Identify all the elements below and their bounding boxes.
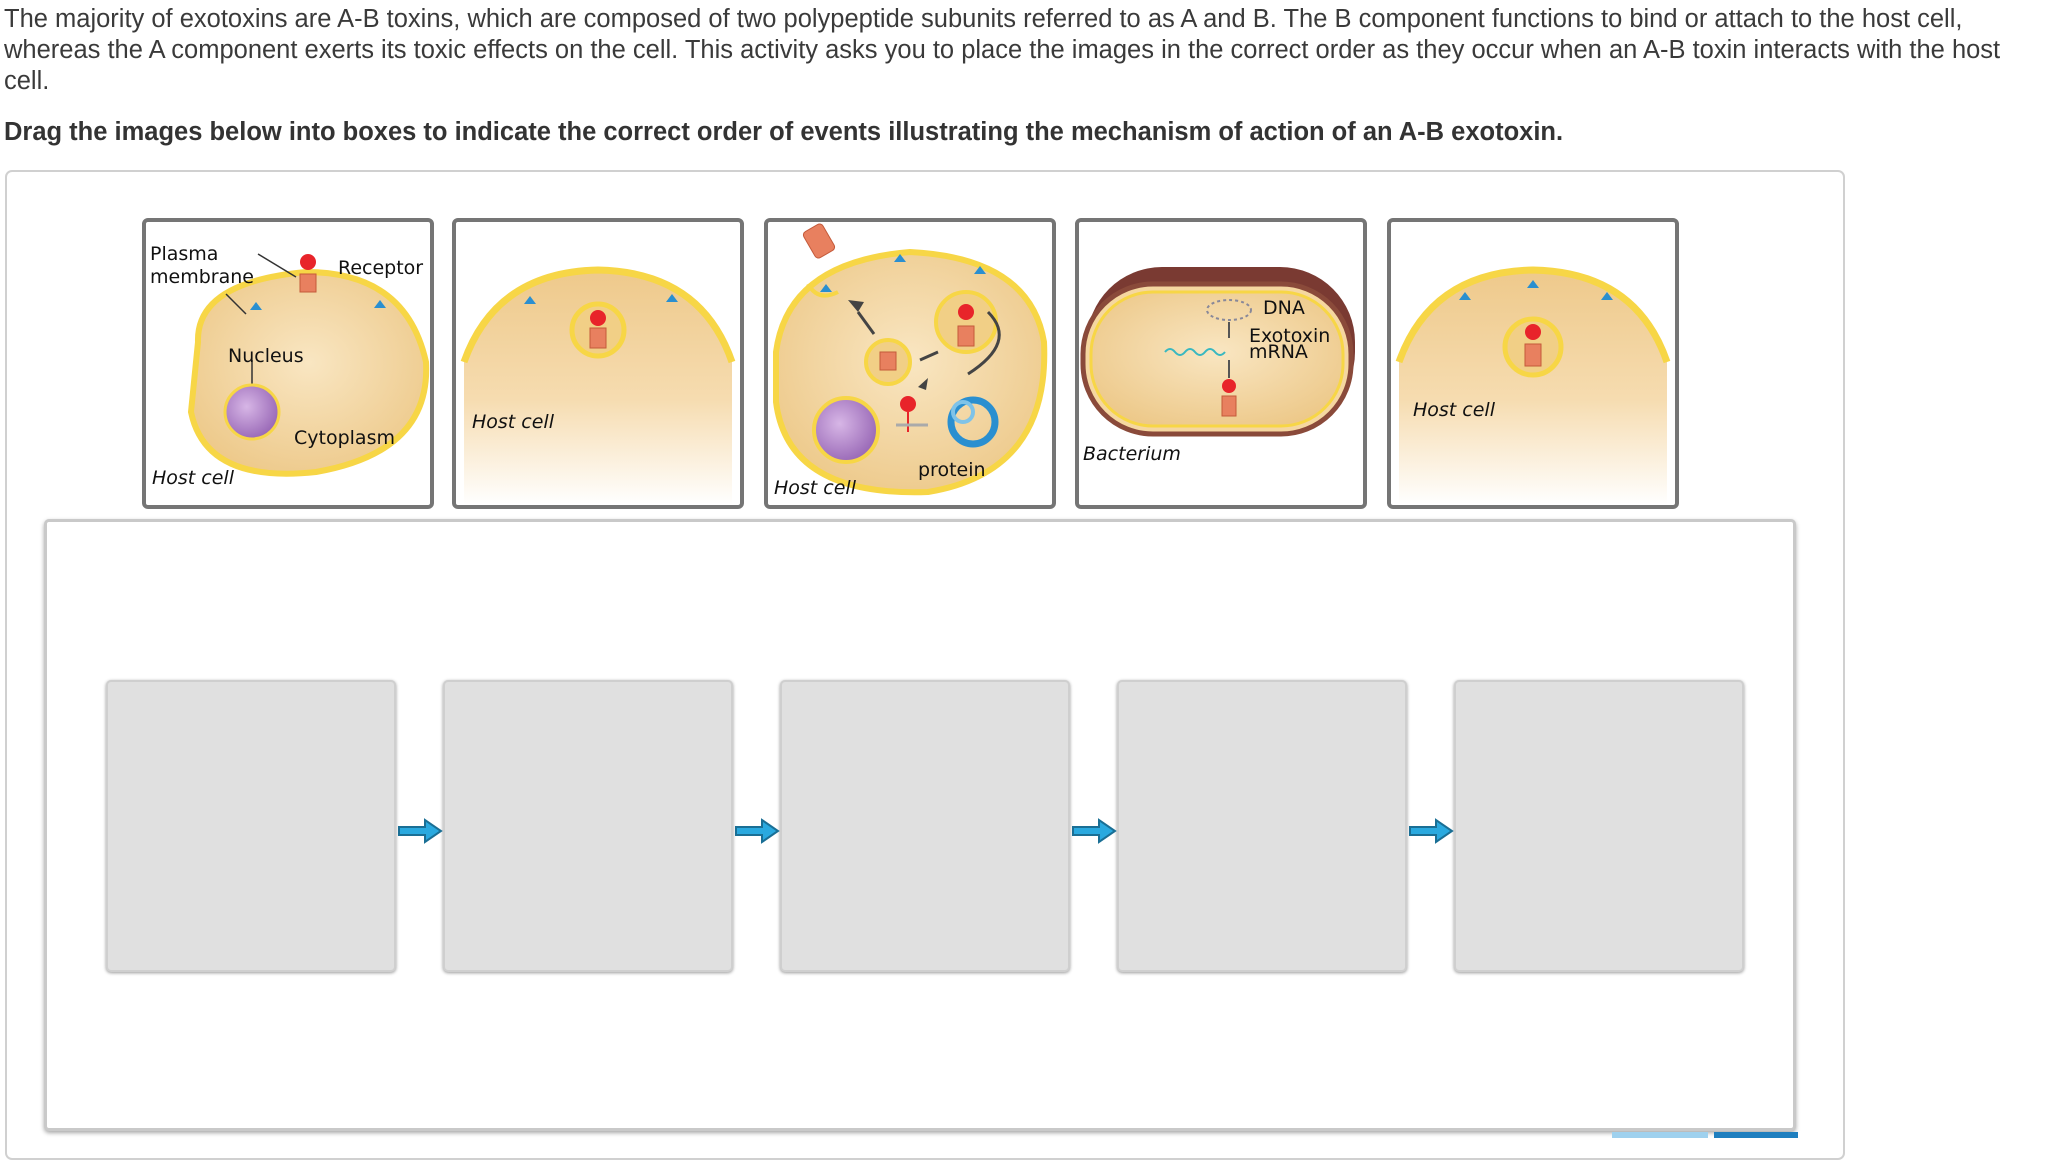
- plasma-label: Plasma: [150, 243, 219, 265]
- host-cell-label: Host cell: [472, 411, 554, 433]
- nucleus-label: Nucleus: [228, 345, 304, 367]
- host-cell-label: Host cell: [774, 477, 856, 499]
- instruction-text: Drag the images below into boxes to indi…: [4, 118, 1564, 146]
- right-arrow-icon: [1409, 818, 1454, 844]
- drop-slot-1[interactable]: [106, 680, 396, 972]
- mrna-label: mRNA: [1249, 341, 1308, 363]
- help-button[interactable]: [1714, 1132, 1798, 1138]
- draggable-image-tile-3[interactable]: Host cell protein: [764, 218, 1056, 509]
- bacterium-label: Bacterium: [1083, 443, 1181, 465]
- membrane-label: membrane: [150, 266, 254, 288]
- exotoxin-label: Exotoxin: [1249, 325, 1331, 347]
- host-cell-receptor-illustration: [187, 253, 430, 477]
- protein-label: protein: [918, 459, 986, 481]
- right-arrow-icon: [735, 818, 780, 844]
- toxin-endocytosis-illustration: [460, 266, 736, 505]
- host-cell-label: Host cell: [152, 467, 234, 489]
- intro-paragraph: The majority of exotoxins are A-B toxins…: [4, 5, 2001, 95]
- bacterium-toxin-production-illustration: [1080, 267, 1355, 437]
- dna-label: DNA: [1263, 297, 1305, 319]
- reset-button[interactable]: [1612, 1132, 1708, 1138]
- draggable-image-tile-2[interactable]: Host cell: [452, 218, 744, 509]
- cytoplasm-label: Cytoplasm: [294, 427, 395, 449]
- draggable-image-tile-1[interactable]: Plasma membrane Receptor Nucleus Cytopla…: [142, 218, 434, 509]
- toxin-binding-illustration: [1395, 266, 1671, 505]
- drop-slot-2[interactable]: [443, 680, 733, 972]
- host-cell-label: Host cell: [1413, 399, 1495, 421]
- draggable-image-tile-5[interactable]: Host cell: [1387, 218, 1679, 509]
- right-arrow-icon: [1072, 818, 1117, 844]
- drop-slot-4[interactable]: [1117, 680, 1407, 972]
- toxin-activity-illustration: [773, 223, 1048, 496]
- draggable-image-tile-4[interactable]: DNA Exotoxin mRNA Bacterium: [1075, 218, 1367, 509]
- drop-slot-3[interactable]: [780, 680, 1070, 972]
- drop-slot-5[interactable]: [1454, 680, 1744, 972]
- right-arrow-icon: [398, 818, 443, 844]
- receptor-label: Receptor: [338, 257, 424, 279]
